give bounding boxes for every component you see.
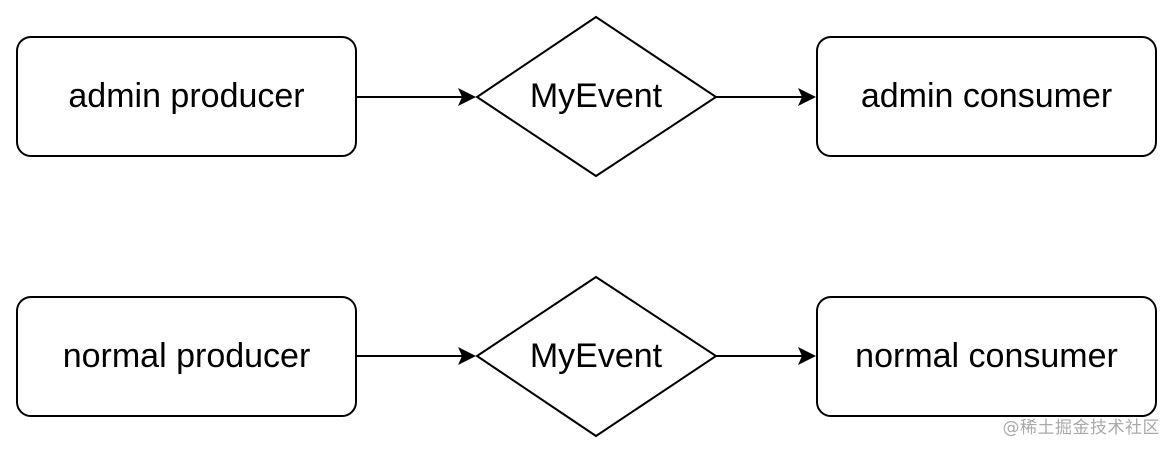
watermark-text: @稀土掘金技术社区 bbox=[1002, 418, 1160, 438]
flow-row-admin: admin producer MyEvent admin consumer bbox=[16, 15, 1157, 178]
normal-event-to-consumer-arrow-icon bbox=[798, 347, 816, 365]
normal-event-diamond bbox=[475, 275, 718, 438]
admin-event-label: MyEvent bbox=[530, 77, 663, 115]
flow-row-normal: normal producer MyEvent normal consumer bbox=[16, 275, 1157, 438]
admin-event-diamond bbox=[475, 15, 718, 178]
admin-consumer-label: admin consumer bbox=[861, 77, 1112, 115]
admin-event-to-consumer-arrow-icon bbox=[798, 88, 816, 106]
admin-consumer-box bbox=[816, 36, 1157, 157]
normal-consumer-box bbox=[816, 296, 1157, 417]
normal-event-label: MyEvent bbox=[530, 337, 663, 375]
normal-consumer-label: normal consumer bbox=[855, 337, 1118, 375]
admin-producer-to-event-arrow-icon bbox=[458, 88, 476, 106]
normal-producer-label: normal producer bbox=[63, 337, 311, 375]
normal-producer-to-event-arrow-icon bbox=[458, 347, 476, 365]
admin-producer-label: admin producer bbox=[68, 77, 304, 115]
